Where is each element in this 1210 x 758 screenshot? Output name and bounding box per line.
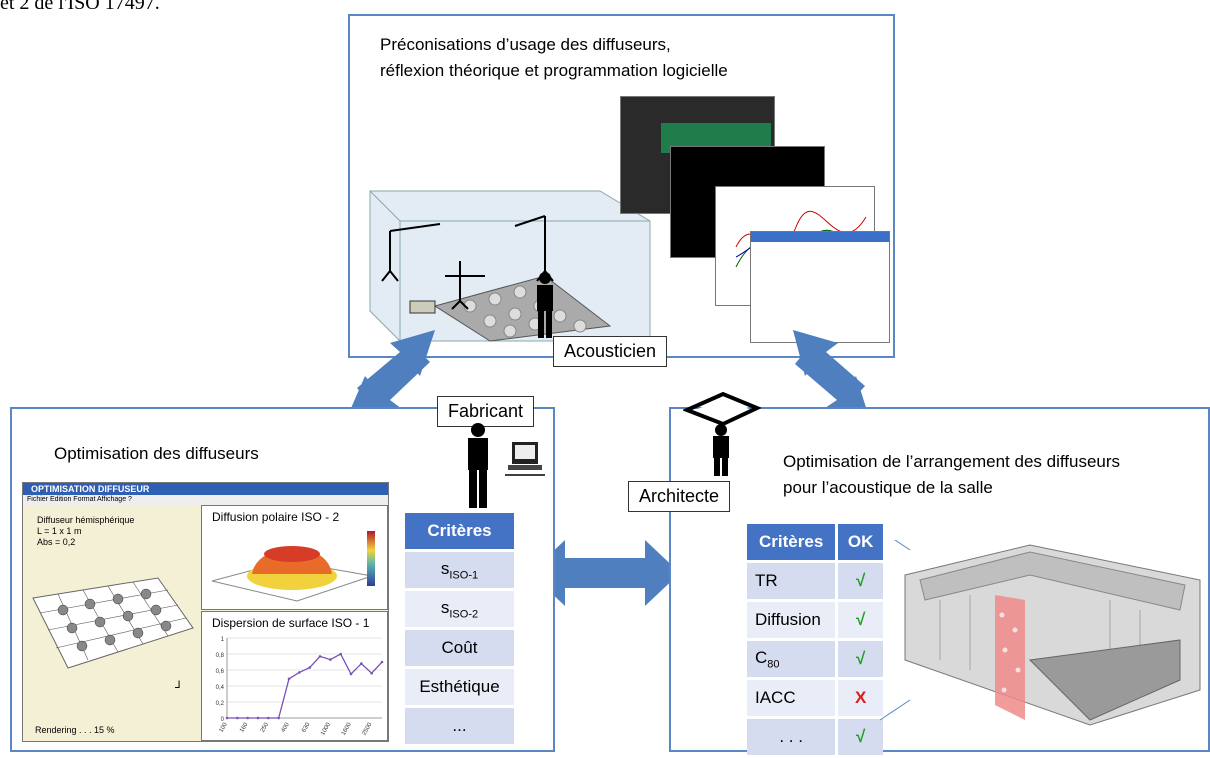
- info-line3: Abs = 0,2: [37, 537, 76, 547]
- arrow-horizontal: [530, 540, 680, 606]
- y-tick-label: 0,4: [216, 685, 225, 691]
- fabricant-figure: [468, 423, 545, 508]
- criteria-right-name: IACC: [747, 680, 839, 719]
- criteria-right-name: . . .: [747, 719, 839, 758]
- y-tick-label: 0: [221, 717, 225, 723]
- x-tick-label: 100: [219, 721, 230, 733]
- criteria-left-table: Critères sISO-1 sISO-2 Coût Esthétique .…: [405, 513, 514, 747]
- left-panel-title: Optimisation des diffuseurs: [54, 444, 259, 463]
- info-line2: L = 1 x 1 m: [37, 526, 82, 536]
- arrow-top-right: [793, 330, 870, 420]
- top-panel: Préconisations d’usage des diffuseurs, r…: [348, 14, 895, 358]
- data-point: [318, 655, 322, 658]
- arrows-layer: [345, 330, 870, 606]
- window-titlebar: OPTIMISATION DIFFUSEUR: [23, 483, 388, 495]
- ok-header: OK: [838, 524, 883, 563]
- fail-mark: X: [838, 680, 883, 719]
- criteria-left-row: Esthétique: [405, 669, 514, 708]
- data-point: [380, 660, 384, 664]
- info-line1: Diffuseur hémisphérique: [37, 515, 135, 525]
- arrow-top-left: [345, 330, 435, 422]
- series-line: [227, 653, 383, 719]
- ok-mark: √: [838, 563, 883, 602]
- fabricant-label: Fabricant: [437, 396, 535, 427]
- acousticien-figure: [537, 272, 553, 338]
- x-tick-label: 1600: [341, 721, 353, 736]
- data-point: [256, 716, 260, 720]
- x-tick-label: 160: [239, 721, 250, 733]
- dispersion-chart: 0 0,2 0,4 0,6 0,8 1 100 160 250 400 630 1000 1600 250…: [216, 637, 384, 737]
- polar-3d-plot: [211, 531, 375, 602]
- x-tick-label: 1000: [320, 721, 332, 736]
- data-point: [329, 658, 332, 661]
- room-illustration: [369, 190, 651, 342]
- right-panel-title-line2: pour l’acoustique de la salle: [783, 478, 993, 497]
- data-point: [349, 672, 353, 676]
- x-tick-label: 2500: [362, 721, 374, 736]
- hall-section-drawing: [880, 540, 1201, 726]
- window-menu: Fichier Edition Format Affichage ?: [23, 495, 388, 505]
- data-point: [360, 662, 363, 665]
- x-tick-label: 400: [281, 721, 292, 733]
- data-point: [277, 716, 280, 720]
- criteria-right-header: Critères: [747, 524, 839, 563]
- ok-mark: √: [838, 719, 883, 758]
- x-tick-label: 630: [301, 721, 312, 733]
- dispersion-subpanel: Dispersion de surface ISO - 1 0 0,2 0,4 0,6…: [201, 611, 388, 741]
- data-point: [287, 677, 291, 681]
- top-cut-text: et 2 de l'ISO 17497.: [0, 0, 160, 14]
- polar-title: Diffusion polaire ISO - 2: [212, 510, 340, 524]
- criteria-left-row: Coût: [405, 630, 514, 669]
- ok-mark: √: [838, 602, 883, 641]
- data-point: [339, 652, 342, 656]
- data-point: [267, 716, 270, 720]
- diffuser-mesh: [32, 577, 194, 669]
- data-point: [370, 671, 373, 675]
- criteria-left-row: sISO-1: [405, 552, 514, 591]
- data-point: [236, 716, 239, 720]
- architecte-label: Architecte: [628, 481, 731, 512]
- status-text: Rendering . . . 15 %: [35, 725, 115, 735]
- criteria-right-name: Diffusion: [747, 602, 839, 641]
- criteria-left-header: Critères: [405, 513, 514, 552]
- y-tick-label: 0,2: [216, 701, 225, 707]
- y-tick-label: 0,8: [216, 653, 225, 659]
- top-panel-line1: Préconisations d’usage des diffuseurs,: [380, 35, 671, 54]
- top-panel-line2: réflexion théorique et programmation log…: [380, 61, 728, 80]
- right-panel-title-line1: Optimisation de l’arrangement des diffus…: [783, 452, 1121, 471]
- data-point: [225, 716, 229, 720]
- y-tick-label: 0,6: [216, 669, 225, 675]
- criteria-left-row: ...: [405, 708, 514, 747]
- axis-symbol: ⅃: [175, 680, 181, 691]
- data-point: [246, 716, 249, 720]
- architecte-figure: [683, 391, 761, 476]
- polar-subpanel: Diffusion polaire ISO - 2: [201, 505, 388, 610]
- optimisation-window: OPTIMISATION DIFFUSEUR Fichier Edition F…: [22, 482, 389, 742]
- criteria-right-name: C80: [747, 641, 839, 680]
- ok-mark: √: [838, 641, 883, 680]
- acousticien-label: Acousticien: [553, 336, 668, 367]
- dispersion-title: Dispersion de surface ISO - 1: [212, 616, 370, 630]
- data-point: [308, 666, 311, 669]
- data-point: [298, 671, 301, 674]
- criteria-left-row: sISO-2: [405, 591, 514, 630]
- y-tick-label: 1: [221, 637, 225, 643]
- x-tick-label: 250: [260, 721, 271, 733]
- criteria-right-name: TR: [747, 563, 839, 602]
